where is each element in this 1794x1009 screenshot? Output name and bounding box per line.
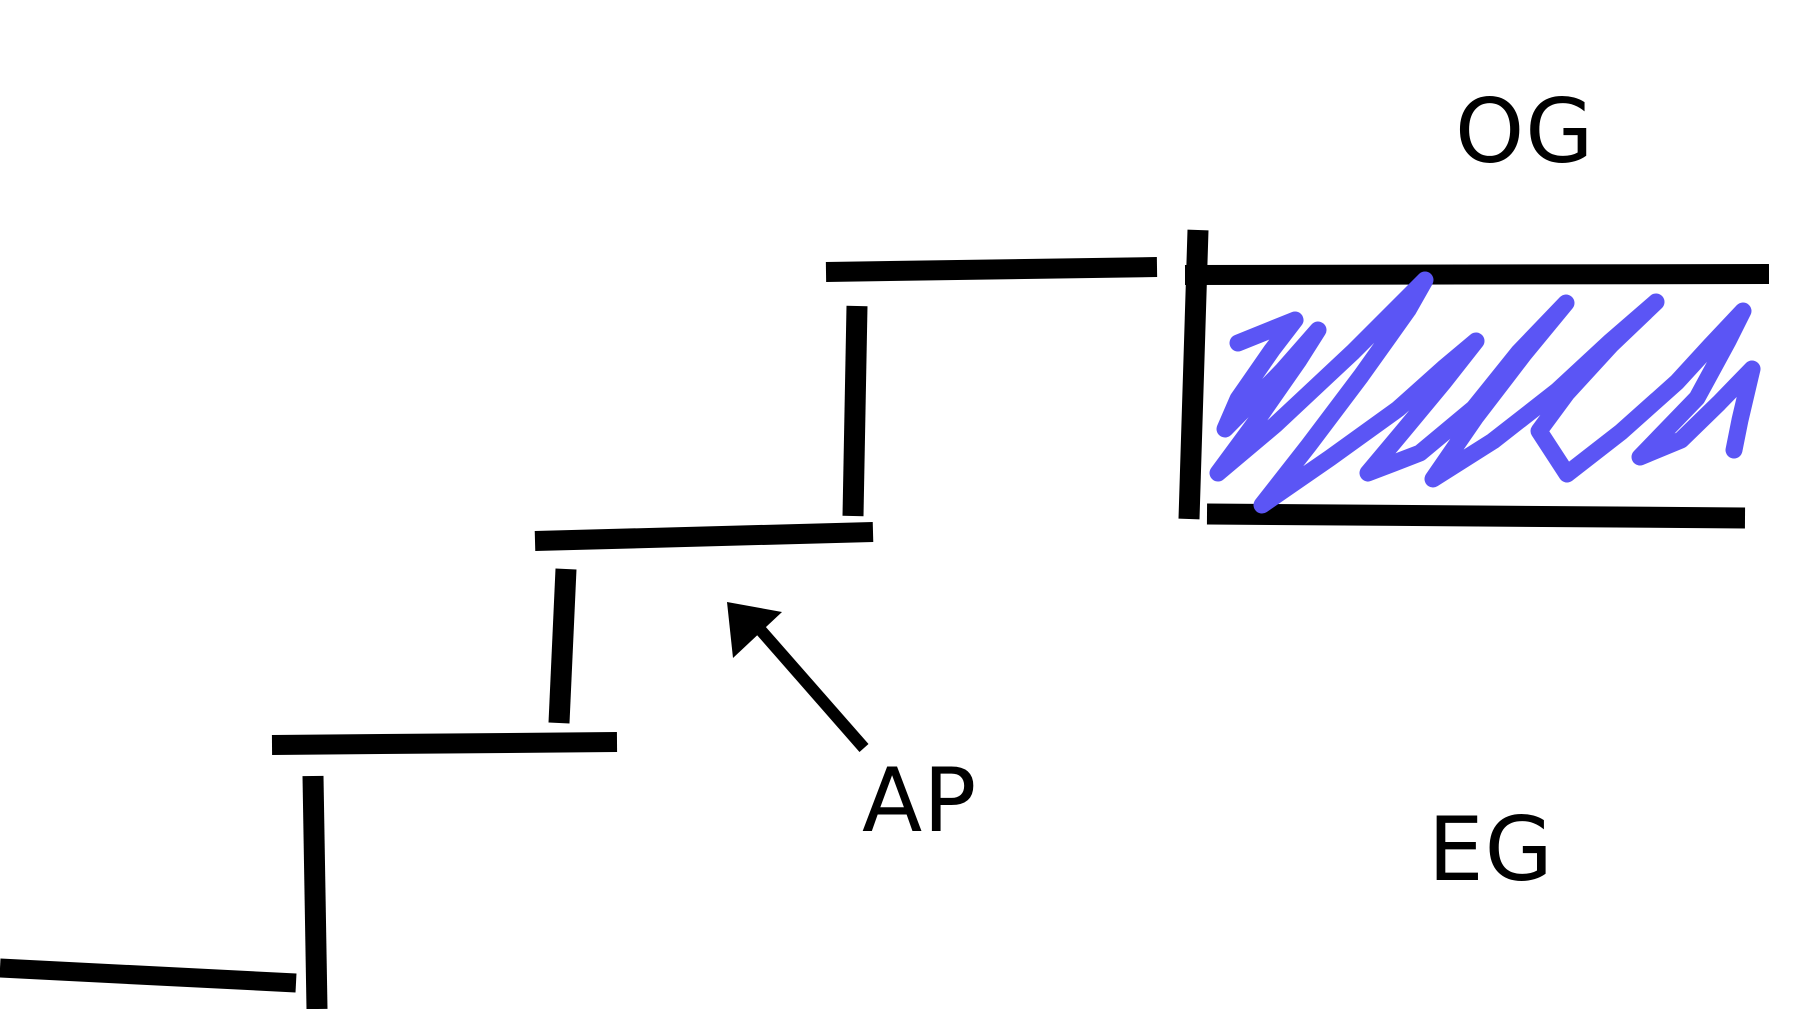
slab-hatching [1209,271,1761,514]
arrow-head [727,602,782,658]
arrow-shaft [745,614,869,752]
step-riser-2 [548,568,577,724]
step-tread-3 [534,522,874,551]
label-ap: AP [862,749,978,852]
step-riser-1 [302,775,328,1009]
step-tread-1 [0,958,297,993]
label-eg: EG [1428,798,1554,901]
staircase-lines [0,229,1770,1009]
slab-top-line [1184,264,1770,285]
arrow-icon [727,602,869,752]
step-tread-4 [825,257,1158,282]
slab-bottom-line [1206,503,1746,529]
step-tread-2 [271,732,618,755]
step-riser-3 [842,305,868,517]
label-og: OG [1455,80,1595,183]
slab-left-edge [1178,229,1209,520]
